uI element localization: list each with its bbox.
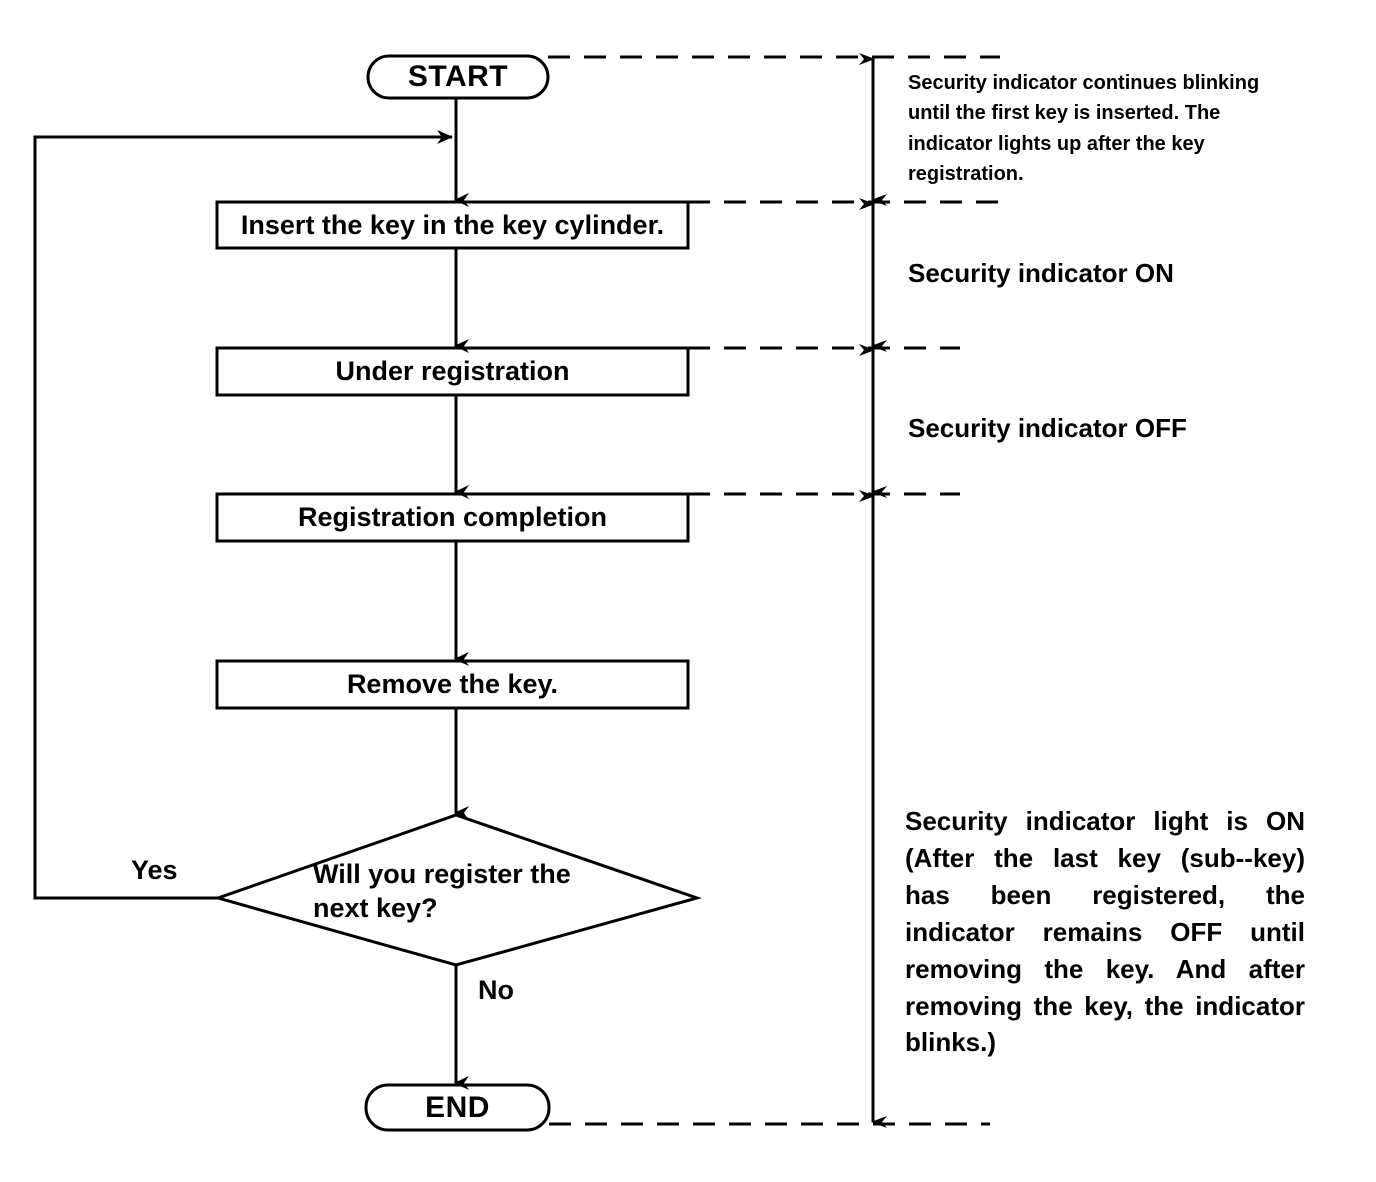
annotation-indicator-on-text: Security indicator ON: [908, 258, 1174, 288]
connector-yes-feedback-loop: [33, 130, 453, 900]
annotation-indicator-off-text: Security indicator OFF: [908, 413, 1187, 443]
branch-label-yes: Yes: [131, 855, 178, 885]
start-terminator-shape: [366, 54, 550, 100]
annotation-blinking-text: Security indicator continues blinking un…: [908, 72, 1260, 186]
decision-diamond-shape: [213, 813, 703, 967]
registration-completion-box-shape: [215, 492, 690, 543]
remove-key-box-shape: [215, 659, 690, 710]
annotation-final-text: Security indicator light is ON (After th…: [905, 806, 1305, 1058]
end-terminator-shape: [364, 1083, 551, 1132]
under-registration-box-shape: [215, 346, 690, 397]
branch-label-no: No: [478, 975, 514, 1005]
insert-key-box-shape: [215, 200, 690, 250]
